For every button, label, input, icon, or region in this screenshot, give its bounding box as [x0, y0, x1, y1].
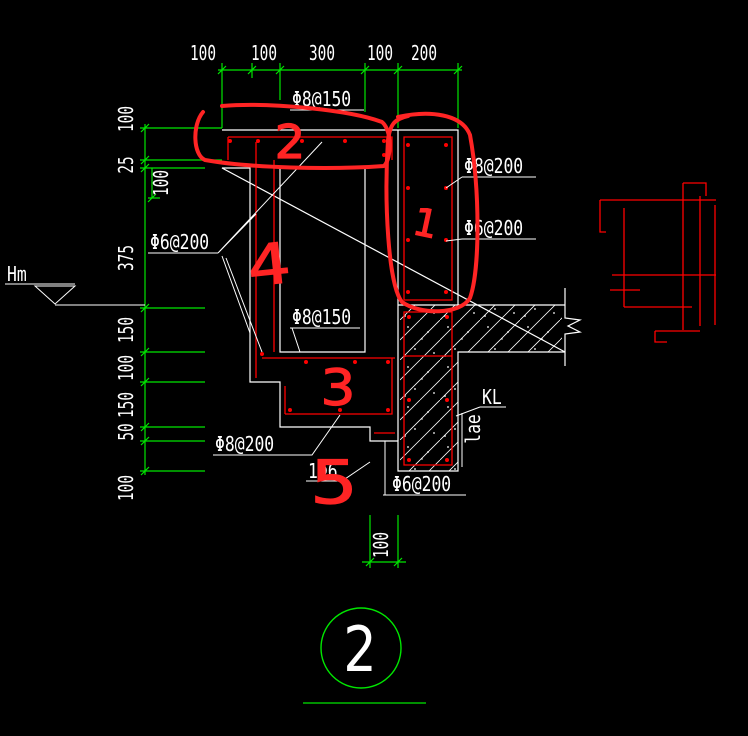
markup-loop-top-slab — [193, 102, 392, 170]
hand-mark-wall: 4 — [244, 230, 293, 299]
label-wall-rebar: Φ6@200 — [150, 232, 209, 255]
section-number: 2 — [343, 614, 377, 686]
label-bottom-slab-bottom-rebar: Φ8@200 — [215, 434, 274, 457]
left-dim-2: 100 — [151, 170, 174, 196]
side-rebar-sketch — [599, 182, 716, 343]
hand-mark-top-slab: 2 — [275, 116, 306, 170]
beam-label: KL — [482, 387, 502, 410]
anchorage-label: lae — [463, 414, 486, 444]
top-dimension-lines — [217, 63, 463, 128]
hand-mark-bottom-slab: 3 — [321, 359, 356, 417]
break-line — [564, 288, 583, 366]
left-dimension-lines — [140, 123, 222, 476]
top-dim-1: 100 — [251, 43, 277, 66]
left-dim-4: 150 — [116, 317, 139, 343]
left-dim-0: 100 — [116, 106, 139, 132]
label-bottom-slab-top-rebar: Φ8@150 — [292, 307, 351, 330]
left-dim-6: 150 — [116, 392, 139, 418]
section-outline — [221, 129, 566, 472]
beam-slab-hatch — [400, 305, 562, 471]
top-dim-2: 300 — [309, 43, 335, 66]
water-level-label: Hm — [7, 264, 27, 287]
hand-mark-edge: 5 — [310, 448, 358, 518]
left-dim-3: 375 — [116, 245, 139, 271]
bottom-dimension-lines — [362, 515, 406, 568]
top-dim-4: 200 — [411, 43, 437, 66]
top-dim-0: 100 — [190, 43, 216, 66]
section-marker-circle — [320, 607, 402, 689]
left-dim-5: 100 — [116, 355, 139, 381]
label-top-slab-rebar: Φ8@150 — [292, 89, 351, 112]
rebar-lines — [227, 136, 453, 466]
markup-loop-column — [384, 111, 480, 314]
water-level-symbol — [5, 283, 145, 306]
bottom-dim: 100 — [371, 532, 394, 558]
top-dim-3: 100 — [367, 43, 393, 66]
left-dim-7: 50 — [116, 423, 139, 440]
left-dim-8: 100 — [116, 475, 139, 501]
left-dim-1: 25 — [116, 156, 139, 173]
label-column-tie: Φ6@200 — [464, 218, 523, 241]
label-column-stirrup: Φ8@200 — [464, 156, 523, 179]
label-beam-stirrup: Φ6@200 — [392, 474, 451, 497]
label-edge-bar: 1Φ6 — [308, 461, 338, 484]
hand-mark-column: 1 — [409, 199, 442, 247]
